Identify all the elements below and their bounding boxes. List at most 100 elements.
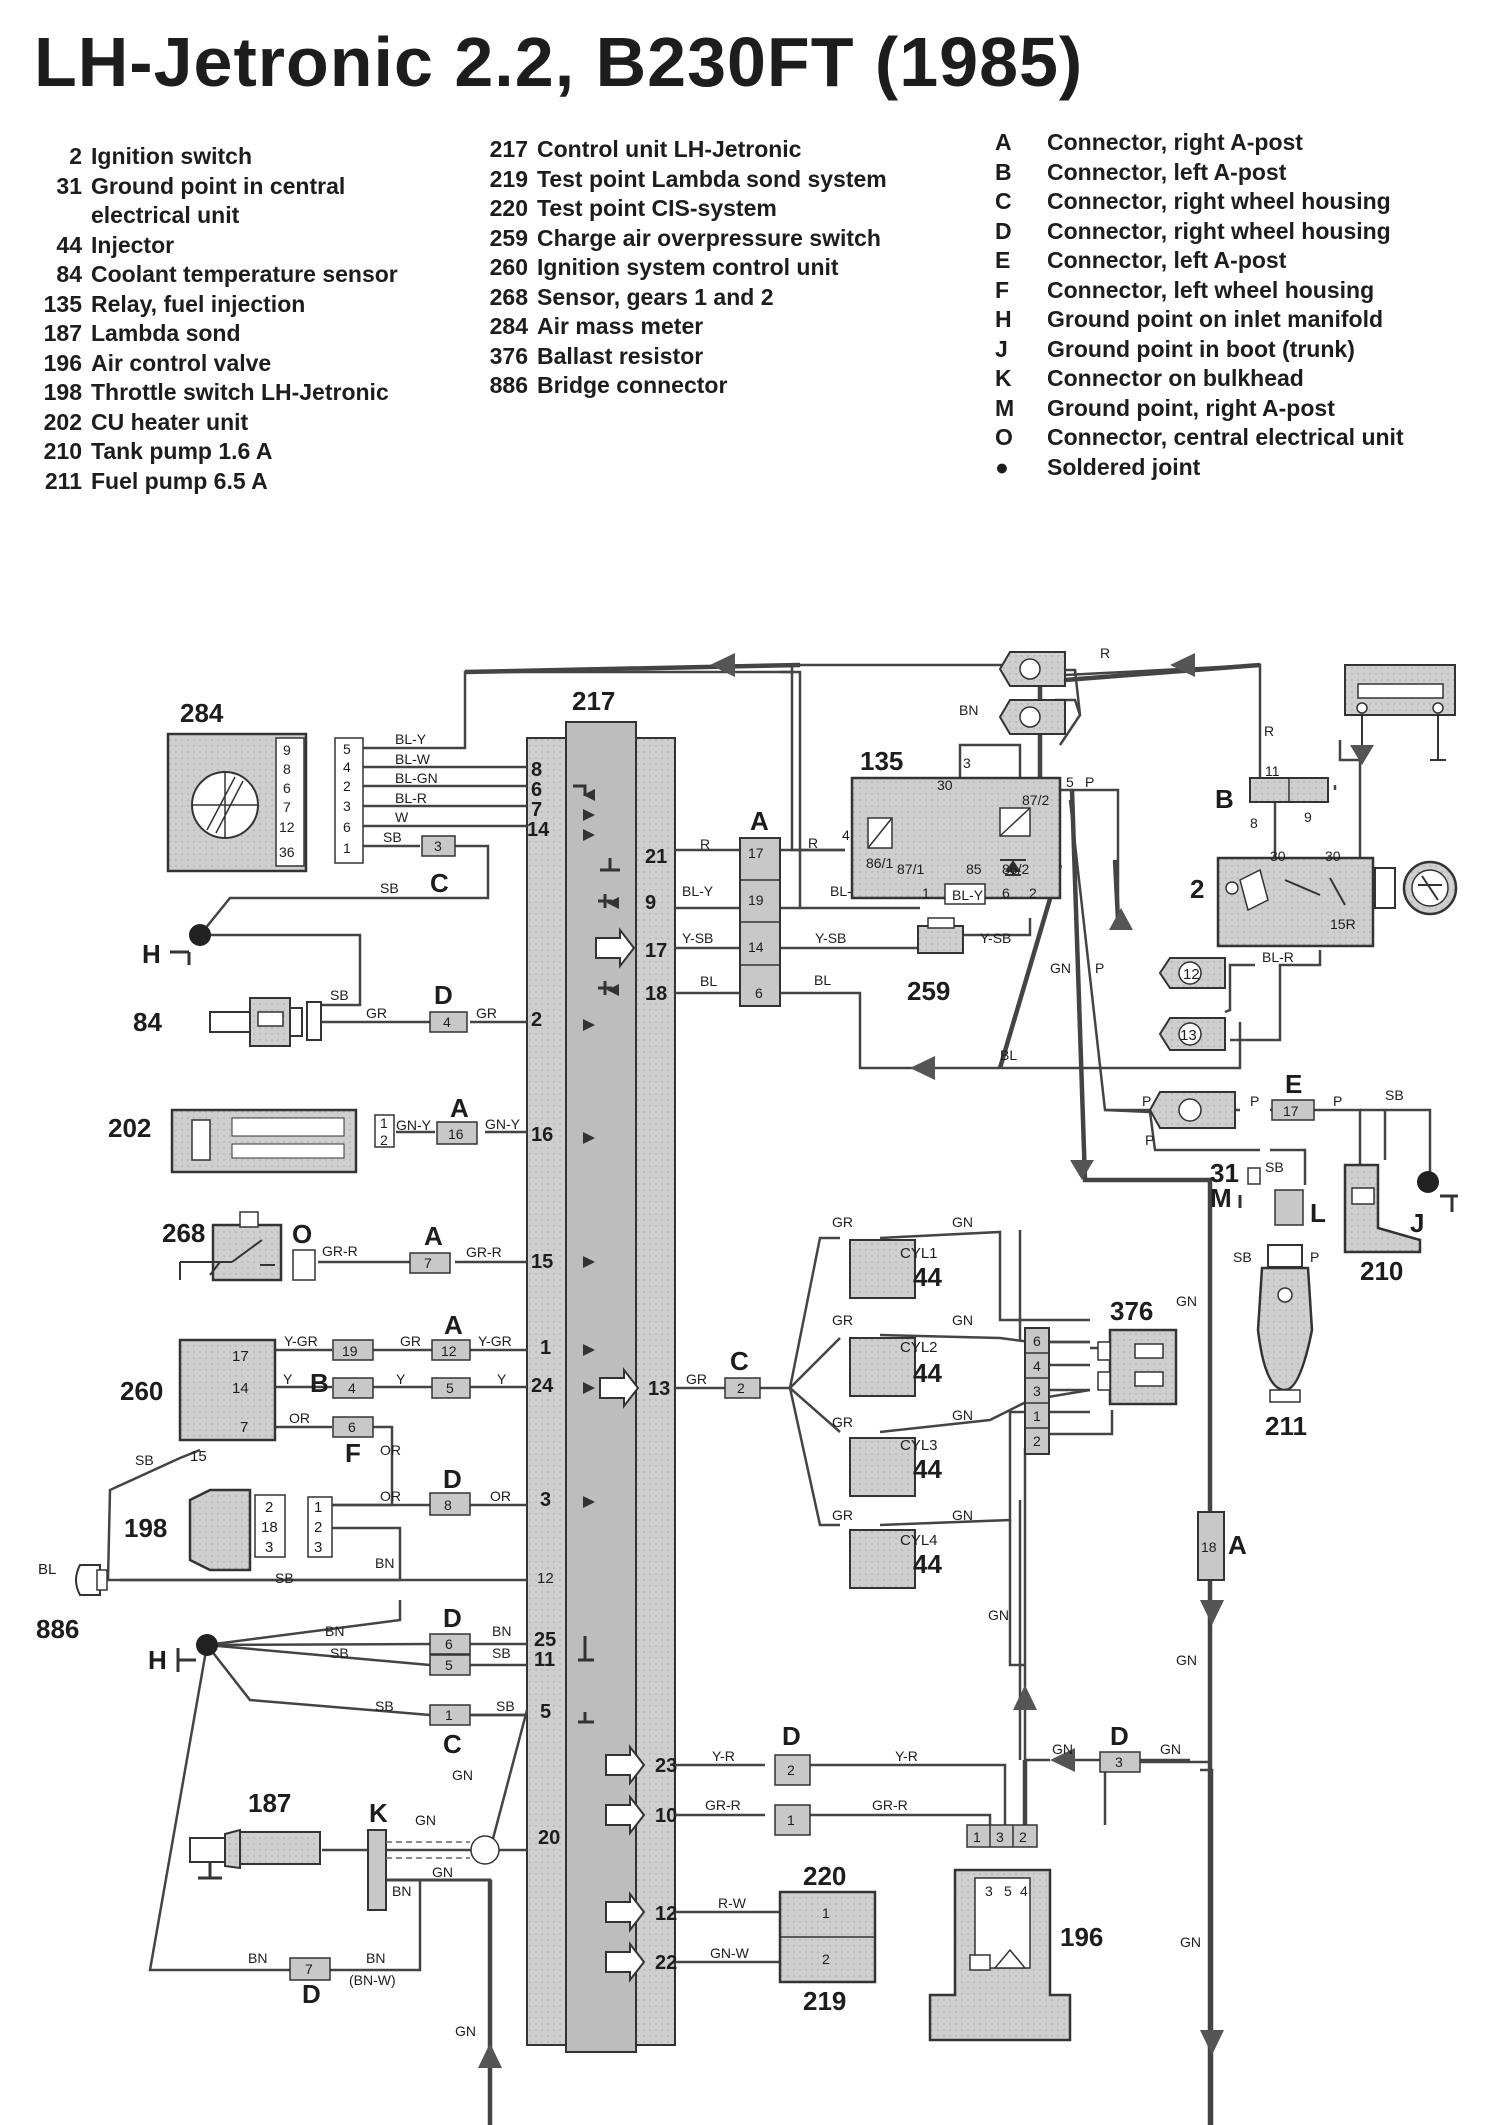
- cu-signal-arrows: [595, 927, 646, 1983]
- wire-SB-2: SB: [380, 880, 399, 896]
- arrows-right: [710, 653, 1224, 2055]
- cu-pin-3: 3: [540, 1489, 551, 1511]
- cyl1-label: CYL1: [900, 1245, 938, 1262]
- cu-pin-5: 5: [540, 1701, 551, 1723]
- wire-Y-R-2: Y-R: [895, 1748, 918, 1764]
- legend-text: Ballast resistor: [537, 342, 704, 369]
- wire-BL-R-2: BL-R: [1262, 949, 1294, 965]
- legend-text: Connector, right wheel housing: [1047, 217, 1391, 244]
- term-135-4: 4: [842, 827, 850, 843]
- legend-code: 135: [43, 290, 82, 317]
- wire-P-6: P: [1145, 1132, 1154, 1148]
- wire-BL-2: BL: [700, 973, 717, 989]
- cu-pin-13: 13: [648, 1378, 670, 1400]
- legend-code: M: [995, 394, 1015, 421]
- cu-pins-right: 21 9 17 18 13 23 10 12 22: [645, 846, 677, 1974]
- wire-BN-5: BN: [248, 1950, 267, 1966]
- legend-text: Coolant temperature sensor: [91, 261, 398, 287]
- lambda-sond-187: 187 K GN BN GN BN BN (BN-W) 7 D GN: [189, 1788, 500, 2039]
- pin-196-3b: 3: [985, 1883, 993, 1899]
- legend-text: Connector, left A-post: [1047, 247, 1287, 273]
- pin-B19: 19: [342, 1343, 358, 1359]
- wire-Y-3: Y: [497, 1371, 507, 1387]
- wire-Y-GR-1: Y-GR: [284, 1333, 318, 1349]
- wire-GN-11: GN: [1160, 1741, 1181, 1757]
- ground-31-M: 31 M SB L SB P: [1210, 1158, 1326, 1265]
- wire-SB-7: SB: [375, 1698, 394, 1714]
- pin-D2: 2: [787, 1762, 795, 1778]
- term-2-11: 11: [1265, 763, 1280, 779]
- wire-R-1: R: [700, 836, 710, 852]
- wire-GR-2: GR: [476, 1005, 497, 1021]
- injectors: GR GN CYL1 44 GR GN CYL2 44 GR GN CYL3 4…: [686, 1214, 973, 1589]
- term-135-1: 1: [922, 885, 930, 901]
- conn-label-D1: D: [434, 980, 453, 1010]
- cu-pin-7: 7: [531, 799, 542, 821]
- label-196: 196: [1060, 1922, 1103, 1952]
- legend-text: Connector, right A-post: [1047, 129, 1303, 155]
- wire-R-2: R: [808, 835, 818, 851]
- wire-GR-R-4: GR-R: [872, 1797, 908, 1813]
- throttle-switch-198: 2 18 3 1 2 3 198 OR OR BN SB 8 D: [124, 1464, 511, 1586]
- test-points-220-219: 1 2 220 219 R-W GN-W: [710, 1861, 877, 2016]
- wire-Y-SB-1: Y-SB: [682, 930, 713, 946]
- label-219: 219: [803, 1986, 846, 2016]
- fuel-pump-211: 211: [1256, 1244, 1314, 1441]
- wire-BN-2: BN: [325, 1623, 344, 1639]
- cu-pin-24: 24: [531, 1375, 554, 1397]
- top-connectors: 11 R R: [998, 645, 1274, 739]
- legend-text: Air mass meter: [537, 313, 704, 339]
- term-135-30: 30: [937, 777, 953, 793]
- pin-D4: 4: [443, 1014, 451, 1030]
- wire-BL-Y-4: BL-Y: [952, 887, 984, 903]
- wire-GN-1: GN: [452, 1767, 473, 1783]
- pin-220-2: 2: [822, 1951, 830, 1967]
- legend-code: O: [995, 424, 1013, 450]
- legend-text: Sensor, gears 1 and 2: [537, 283, 774, 310]
- term-135-2: 2: [1029, 885, 1037, 901]
- cyl2-label: CYL2: [900, 1339, 938, 1356]
- pin-196-5: 5: [1004, 1883, 1012, 1899]
- legend-text: Control unit LH-Jetronic: [537, 136, 802, 162]
- cu-ground-symbols: [573, 784, 620, 1724]
- wire-BN-3: BN: [492, 1623, 511, 1639]
- wire-GR-R-2: GR-R: [466, 1244, 502, 1260]
- legend-code: 84: [56, 261, 82, 287]
- cu-pin-11: 11: [534, 1649, 555, 1671]
- wire-SB-8: SB: [492, 1645, 511, 1661]
- legend-code: 376: [489, 342, 528, 369]
- label-44-3: 44: [913, 1454, 942, 1484]
- wire-BL-4: BL: [1000, 1047, 1017, 1063]
- legend-code: C: [995, 188, 1012, 214]
- wire-BL-Y-2: BL-Y: [682, 883, 714, 899]
- arrow-up-bottom: [478, 2043, 502, 2068]
- connector-D3: 3 D GN GN: [1052, 1721, 1212, 1773]
- cu-pin-2: 2: [531, 1009, 542, 1031]
- heater-unit-202: 1 2 202 GN-Y GN-Y 16 A: [108, 1093, 521, 1174]
- legend-text: Connector, left wheel housing: [1047, 276, 1375, 303]
- wire-GN-3: GN: [432, 1864, 453, 1880]
- ground-H-2: H BN SB SB BN SB SB 6 5 D 1 C GN: [148, 1603, 515, 1783]
- wire-OR-3: OR: [380, 1488, 401, 1504]
- wire-GN-5: GN: [1050, 960, 1071, 976]
- conn-label-E: E: [1285, 1069, 1302, 1099]
- pin-196-3: 3: [996, 1829, 1004, 1845]
- legend-row: ●Soldered joint: [995, 453, 1404, 483]
- legend-code: 31: [56, 172, 82, 199]
- wire-R-3: R: [1100, 645, 1110, 661]
- wire-BN-1: BN: [375, 1555, 394, 1571]
- legend-text: Test point CIS-system: [537, 195, 777, 221]
- wire-W: W: [395, 809, 409, 825]
